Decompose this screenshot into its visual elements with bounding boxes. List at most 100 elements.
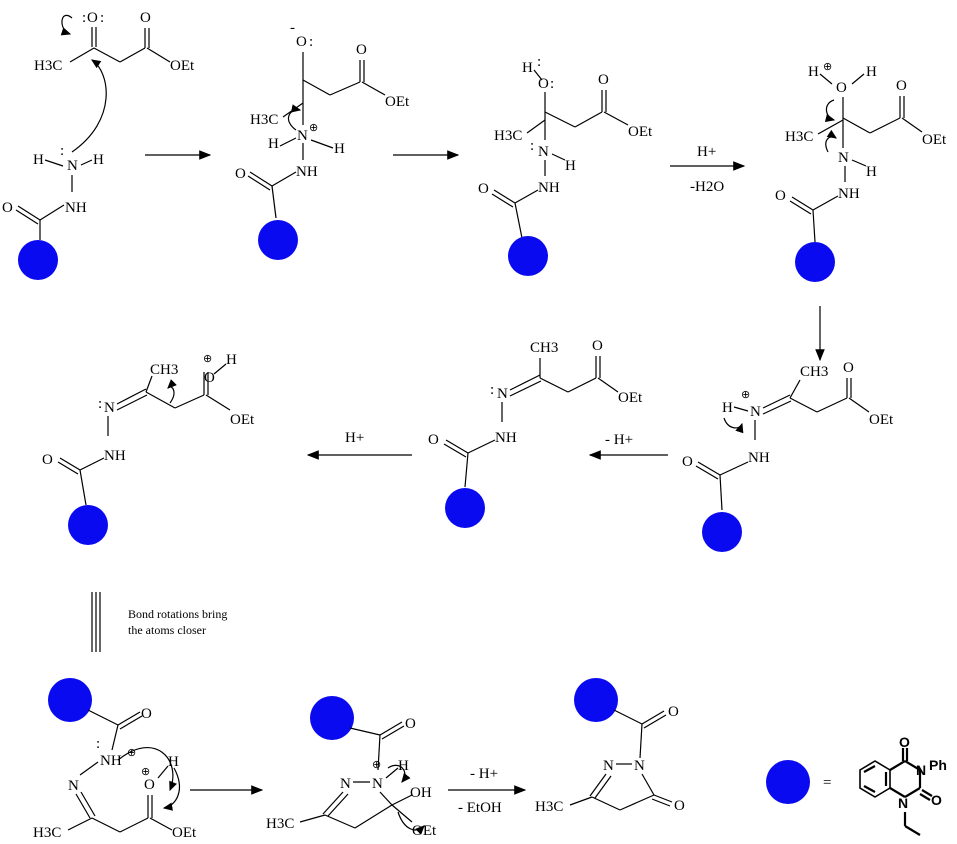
- nh-group: NH: [104, 448, 126, 464]
- lone-pair: :: [490, 382, 494, 398]
- bead-legend: = O N Ph O N: [766, 734, 947, 836]
- equals-sign: =: [823, 775, 831, 791]
- methyl-label: H3C: [250, 112, 278, 128]
- amide-oxygen: O: [2, 200, 13, 216]
- structure-7-activated-ester: : N CH3 O ⊕ H OEt NH O: [42, 352, 255, 545]
- positive-charge: ⊕: [741, 389, 750, 401]
- nitrogen: N: [916, 762, 926, 778]
- oxygen: O: [931, 792, 942, 808]
- hydrogen: H: [565, 158, 576, 174]
- lone-pair: :: [550, 76, 554, 92]
- negative-charge: -: [290, 20, 295, 36]
- methyl-label: H3C: [266, 816, 294, 832]
- ring-nitrogen-plus: N: [372, 776, 383, 792]
- ester-carbonyl-oxygen: O: [896, 78, 907, 94]
- ethanol-elimination-label: - EtOH: [458, 800, 502, 816]
- nh-group: NH: [748, 450, 770, 466]
- structure-6-hydrazone: : N CH3 O OEt NH O: [428, 338, 643, 528]
- ring-nitrogen: N: [603, 758, 614, 774]
- ketone-oxygen: O: [674, 798, 685, 814]
- positive-charge: ⊕: [372, 759, 381, 771]
- quinazolinedione-bead: [258, 220, 298, 260]
- phenyl-label: Ph: [929, 757, 947, 773]
- imine-nitrogen: N: [497, 386, 508, 402]
- hydrogen: H: [866, 64, 877, 80]
- lone-pair: :: [98, 396, 102, 412]
- hydrogen: H: [93, 152, 104, 168]
- positive-charge: ⊕: [823, 61, 832, 73]
- structure-9-cyclic-intermediate: O ⊕ N N H H3C OH OEt: [266, 696, 437, 839]
- hydroxyl-label: OH: [410, 785, 432, 801]
- methyl-label: H3C: [494, 128, 522, 144]
- ester-carbonyl-oxygen: O: [140, 10, 151, 26]
- structure-4-protonated: H ⊕ H O H3C O OEt N H NH O: [775, 61, 947, 282]
- nh-group: NH: [296, 164, 318, 180]
- rotation-note-line2: the atoms closer: [128, 623, 206, 637]
- methyl-label: H3C: [535, 799, 563, 815]
- nitrogen: N: [838, 150, 849, 166]
- amide-oxygen: O: [668, 704, 679, 720]
- ethoxy-label: OEt: [230, 412, 255, 428]
- ethoxy-label: OEt: [385, 94, 410, 110]
- carbonyl-oxygen: O: [204, 370, 215, 386]
- lone-pair: :: [96, 736, 100, 752]
- ethoxy-label: OEt: [412, 823, 437, 839]
- methyl-label: CH3: [150, 362, 178, 378]
- amide-oxygen: O: [42, 452, 53, 468]
- quinazolinedione-bead: [508, 236, 548, 276]
- structure-10-pyrazolone-product: O N N H3C O: [535, 678, 685, 815]
- structure-1-reactants: : O : H3C O OEt H : N H NH O: [2, 10, 195, 280]
- positive-charge: ⊕: [309, 122, 318, 134]
- structure-8-rotated-conformer: O : NH ⊕ N H3C O ⊕ H OEt: [33, 678, 197, 841]
- bond-rotation-equivalence: Bond rotations bring the atoms closer: [91, 592, 227, 652]
- positive-charge: ⊕: [203, 353, 212, 365]
- quinazolinedione-bead: [795, 242, 835, 282]
- hydrogen: H: [268, 136, 279, 152]
- quinazolinedione-bead: [574, 678, 618, 722]
- structure-2-tetrahedral: - O : H3C O OEt N ⊕ H H NH O: [235, 20, 410, 260]
- nh-group: NH: [495, 430, 517, 446]
- lone-pair: :: [82, 10, 86, 26]
- methyl-label: H3C: [34, 58, 62, 74]
- deprotonation-label: - H+: [605, 432, 633, 448]
- nh-group: NH: [100, 753, 122, 769]
- hydrogen: H: [33, 152, 44, 168]
- lone-pair: :: [309, 34, 313, 50]
- ketone-oxygen: O: [87, 10, 98, 26]
- hydrogen: H: [226, 352, 237, 368]
- lone-pair: :: [60, 143, 64, 159]
- nitrogen: N: [538, 144, 549, 160]
- amide-oxygen: O: [141, 706, 152, 722]
- alkoxide-oxygen: O: [296, 34, 307, 50]
- positive-charge: ⊕: [127, 747, 136, 759]
- iminium-nitrogen: N: [750, 404, 761, 420]
- amide-oxygen: O: [775, 188, 786, 204]
- quinazolinedione-bead: [702, 512, 742, 552]
- ester-carbonyl-oxygen: O: [843, 360, 854, 376]
- ethoxy-label: OEt: [172, 825, 197, 841]
- methyl-label: H3C: [785, 129, 813, 145]
- amide-oxygen: O: [405, 716, 416, 732]
- structure-3-carbinolamine: H : O : H3C O OEt : N H NH O: [478, 54, 653, 276]
- lone-pair: :: [530, 138, 534, 154]
- hydrogen: H: [522, 60, 533, 76]
- ring-nitrogen: N: [634, 758, 645, 774]
- positive-charge: ⊕: [141, 766, 150, 778]
- quinazolinedione-bead: [310, 696, 354, 740]
- ethoxy-label: OEt: [628, 124, 653, 140]
- oxonium-oxygen: O: [836, 80, 847, 96]
- imine-nitrogen: N: [68, 778, 79, 794]
- quinazolinedione-bead: [18, 240, 58, 280]
- amide-oxygen: O: [682, 454, 693, 470]
- ester-carbonyl-oxygen: O: [356, 42, 367, 58]
- hydroxyl-oxygen: O: [538, 76, 549, 92]
- amide-oxygen: O: [478, 181, 489, 197]
- nitrogen-plus: N: [297, 128, 308, 144]
- quinazolinedione-bead: [445, 488, 485, 528]
- rotation-note-line1: Bond rotations bring: [128, 607, 227, 621]
- hydrogen: H: [398, 758, 409, 774]
- acid-catalyst-label: H+: [697, 144, 716, 160]
- oxygen: O: [899, 734, 910, 750]
- carbonyl-oxygen: O: [144, 777, 155, 793]
